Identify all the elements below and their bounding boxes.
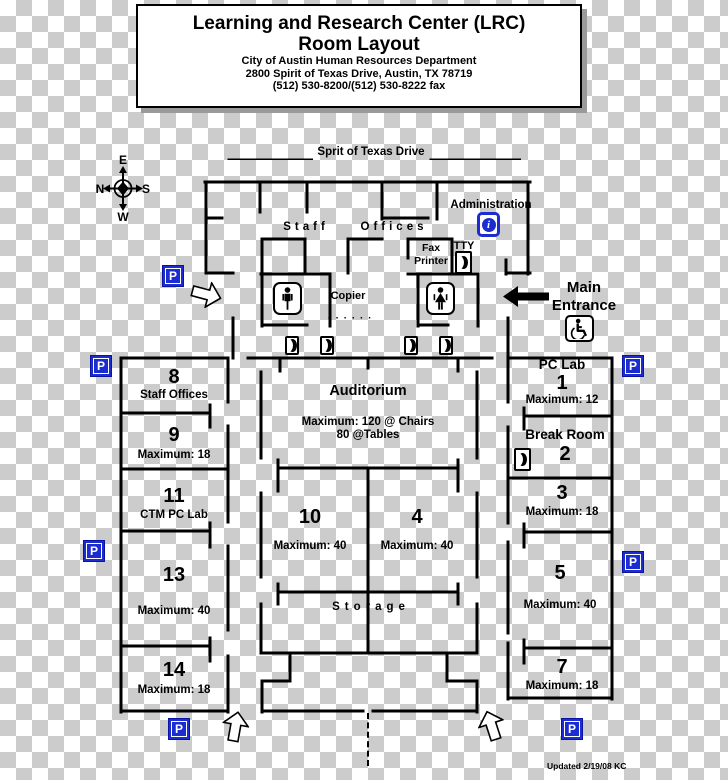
room-1-name: PC Lab	[538, 357, 586, 372]
room-9-number: 9	[168, 424, 180, 446]
page-subtitle: Room Layout	[298, 34, 420, 55]
compass-icon: E N S W	[96, 153, 150, 222]
tty-phone-icon	[455, 251, 472, 274]
break-room-phone-icon	[514, 448, 531, 471]
parking-sign: P	[83, 540, 105, 562]
department-line: City of Austin Human Resources Departmen…	[241, 55, 477, 67]
room-2-number: 2	[559, 443, 571, 465]
room-11-number: 11	[163, 485, 185, 507]
room-13-label: Maximum: 40	[137, 605, 211, 617]
main-entrance-label-line1: Main	[566, 279, 602, 296]
main-entrance-arrow-icon	[503, 286, 549, 307]
counter-dots: · · · · · ·	[327, 313, 373, 324]
auditorium-capacity-tables: 80 @Tables	[336, 429, 400, 441]
room-5-number: 5	[554, 562, 566, 584]
storage-label: Storage	[332, 601, 410, 613]
room-3-number: 3	[556, 482, 568, 504]
phone-icon	[320, 336, 334, 355]
room-4-label: Maximum: 40	[380, 540, 454, 552]
staff-offices-label-offices: Offices	[360, 221, 428, 233]
parking-sign: P	[90, 355, 112, 377]
phone-icon	[439, 336, 453, 355]
room-2-name: Break Room	[525, 427, 605, 442]
title-box: Learning and Research Center (LRC) Room …	[136, 4, 582, 108]
auditorium-capacity-chairs: Maximum: 120 @ Chairs	[301, 416, 435, 428]
room-8-label: Staff Offices	[140, 389, 208, 401]
fax-label: Fax	[421, 242, 441, 254]
exit-arrow-icon	[477, 710, 505, 742]
parking-sign: P	[622, 355, 644, 377]
parking-sign: P	[162, 265, 184, 287]
tty-label: TTY	[453, 240, 475, 252]
phone-line: (512) 530-8200/(512) 530-8222 fax	[272, 80, 446, 92]
room-5-label: Maximum: 40	[523, 599, 597, 611]
administration-label: Administration	[450, 199, 532, 211]
address-line: 2800 Spirit of Texas Drive, Austin, TX 7…	[245, 67, 473, 80]
womens-restroom-icon	[426, 282, 455, 315]
room-4-number: 4	[411, 506, 423, 528]
phone-icon	[285, 336, 299, 355]
parking-sign: P	[622, 551, 644, 573]
phone-icon	[404, 336, 418, 355]
information-icon: i	[477, 212, 500, 237]
room-10-label: Maximum: 40	[273, 540, 347, 552]
mens-restroom-icon	[273, 282, 302, 315]
staff-offices-label-staff: Staff	[283, 221, 329, 233]
page-title: Learning and Research Center (LRC)	[192, 13, 526, 34]
compass-label-south: S	[142, 182, 150, 196]
door-arrow-icon	[190, 280, 222, 309]
information-icon-letter: i	[486, 218, 491, 231]
room-11-label: CTM PC Lab	[140, 509, 208, 521]
compass-label-east: E	[119, 153, 127, 167]
dashed-exit-line	[367, 713, 369, 766]
room-1-number: 1	[556, 372, 568, 394]
auditorium-title: Auditorium	[329, 383, 407, 399]
main-entrance-label-line2: Entrance	[551, 297, 617, 314]
printer-label: Printer	[414, 255, 448, 267]
footer-updated-label: Updated 2/19/08 KC	[547, 761, 627, 771]
street-label: Sprit of Texas Drive	[317, 146, 425, 158]
compass-label-west: W	[117, 210, 129, 222]
room-14-label: Maximum: 18	[137, 684, 211, 696]
room-7-label: Maximum: 18	[525, 680, 599, 692]
parking-sign: P	[168, 718, 190, 740]
room-3-label: Maximum: 18	[525, 506, 599, 518]
room-8-number: 8	[168, 366, 180, 388]
room-1-label: Maximum: 12	[525, 394, 599, 406]
copier-label: Copier	[330, 290, 366, 302]
wheelchair-icon	[565, 315, 594, 342]
room-10-number: 10	[298, 506, 322, 528]
room-14-number: 14	[162, 659, 186, 681]
exit-arrow-icon	[221, 711, 250, 743]
room-13-number: 13	[162, 564, 186, 586]
room-9-label: Maximum: 18	[137, 449, 211, 461]
room-7-number: 7	[556, 656, 568, 678]
parking-sign: P	[561, 718, 583, 740]
compass-label-north: N	[96, 182, 105, 196]
